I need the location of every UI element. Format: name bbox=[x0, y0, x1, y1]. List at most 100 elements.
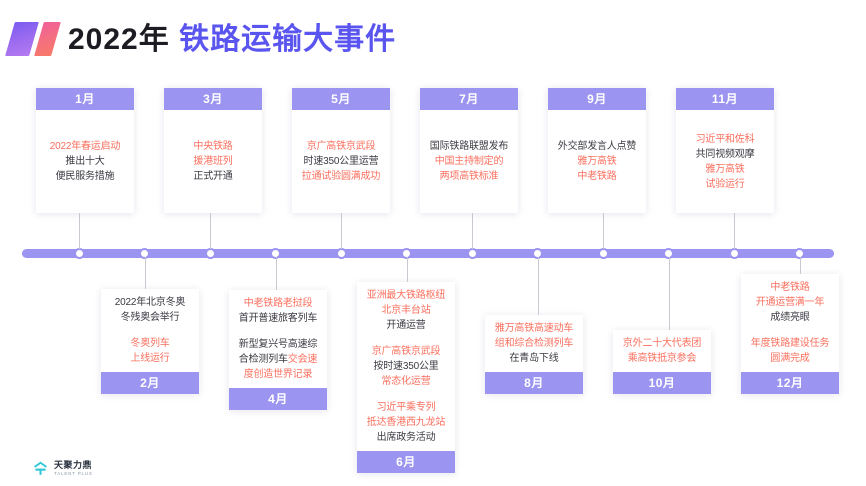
event-body-6月: 亚洲最大铁路枢纽北京丰台站开通运营京广高铁京武段按时速350公里常态化运营习近平… bbox=[357, 282, 455, 451]
event-paragraph: 京外二十大代表团乘高铁抵京参会 bbox=[618, 336, 706, 366]
event-line: 推出十大 bbox=[65, 156, 105, 167]
event-body-8月: 雅万高铁高速动车组和综合检测列车在青岛下线 bbox=[485, 315, 583, 372]
event-paragraph: 国际铁路联盟发布中国主持制定的两项高铁标准 bbox=[425, 139, 513, 184]
timeline-connector-3月 bbox=[210, 213, 211, 249]
timeline-node-7月[interactable] bbox=[466, 248, 478, 259]
event-line: 雅万高铁 bbox=[577, 156, 617, 167]
event-body-4月: 中老铁路老挝段首开普速旅客列车新型复兴号高速综合检测列车交会速度创造世界记录 bbox=[229, 290, 327, 388]
event-line: 共同视频观摩 bbox=[695, 148, 755, 160]
timeline-node-1月[interactable] bbox=[73, 248, 85, 259]
event-line: 开通运营 bbox=[386, 320, 426, 331]
footer-brand-text: 天聚力鼎 TALENT PLUS bbox=[54, 461, 93, 476]
timeline-connector-6月 bbox=[406, 257, 408, 282]
month-label-5月: 5月 bbox=[292, 88, 390, 110]
timeline-node-11月[interactable] bbox=[728, 248, 740, 259]
event-line: 正式开通 bbox=[193, 171, 233, 182]
event-card-10月[interactable]: 京外二十大代表团乘高铁抵京参会 10月 bbox=[613, 330, 711, 394]
brand-slash-bar-pink bbox=[34, 22, 61, 56]
event-line: 乘高铁抵京参会 bbox=[627, 353, 697, 364]
event-paragraph: 冬奥列车上线运行 bbox=[106, 336, 194, 366]
event-line: 国际铁路联盟发布 bbox=[429, 141, 509, 152]
event-line: 开通运营满一年 bbox=[755, 297, 825, 308]
event-card-3月[interactable]: 3月中央铁路援港班列正式开通 bbox=[164, 88, 262, 213]
timeline-connector-12月 bbox=[799, 257, 801, 274]
event-paragraph: 中老铁路老挝段首开普速旅客列车 bbox=[234, 296, 322, 326]
event-paragraph: 雅万高铁高速动车组和综合检测列车在青岛下线 bbox=[490, 321, 578, 366]
timeline-axis bbox=[22, 249, 834, 258]
event-line: 北京丰台站 bbox=[381, 305, 431, 316]
event-line: 试验运行 bbox=[705, 178, 745, 190]
month-label-12月: 12月 bbox=[741, 372, 839, 394]
event-paragraph: 年度铁路建设任务圆满完成 bbox=[746, 336, 834, 366]
event-card-11月[interactable]: 11月习近平和佐科共同视频观摩雅万高铁试验运行 bbox=[676, 88, 774, 213]
timeline-connector-8月 bbox=[537, 257, 539, 315]
timeline-connector-7月 bbox=[472, 213, 473, 249]
event-line: 雅万高铁高速动车 bbox=[494, 323, 574, 334]
month-label-6月: 6月 bbox=[357, 451, 455, 473]
event-line-segment: 交会速 bbox=[287, 354, 318, 365]
event-line: 习近平乘专列 bbox=[376, 402, 436, 413]
event-body-9月: 外交部发言人点赞雅万高铁中老铁路 bbox=[548, 110, 646, 213]
event-line: 外交部发言人点赞 bbox=[557, 141, 637, 152]
event-card-5月[interactable]: 5月京广高铁京武段时速350公里运营拉通试验圆满成功 bbox=[292, 88, 390, 213]
event-line: 冬残奥会举行 bbox=[120, 312, 180, 323]
event-card-6月[interactable]: 亚洲最大铁路枢纽北京丰台站开通运营京广高铁京武段按时速350公里常态化运营习近平… bbox=[357, 282, 455, 473]
event-line: 亚洲最大铁路枢纽 bbox=[366, 290, 446, 301]
page-header: 2022年 铁路运输大事件 bbox=[0, 0, 866, 80]
timeline-connector-2月 bbox=[144, 257, 146, 289]
event-paragraph: 2022年春运启动推出十大便民服务措施 bbox=[41, 139, 129, 184]
footer-brand-en: TALENT PLUS bbox=[54, 470, 93, 476]
event-paragraph: 京广高铁京武段按时速350公里常态化运营 bbox=[362, 344, 450, 389]
event-line: 2022年北京冬奥 bbox=[114, 297, 186, 308]
event-line: 时速350公里运营 bbox=[303, 156, 379, 167]
event-card-7月[interactable]: 7月国际铁路联盟发布中国主持制定的两项高铁标准 bbox=[420, 88, 518, 213]
event-line: 在青岛下线 bbox=[509, 353, 559, 364]
event-line: 圆满完成 bbox=[770, 353, 810, 364]
event-line: 便民服务措施 bbox=[55, 171, 115, 182]
event-card-9月[interactable]: 9月外交部发言人点赞雅万高铁中老铁路 bbox=[548, 88, 646, 213]
timeline-node-5月[interactable] bbox=[335, 248, 347, 259]
month-label-2月: 2月 bbox=[101, 372, 199, 394]
timeline-node-9月[interactable] bbox=[597, 248, 609, 259]
event-line: 合检测列车交会速 bbox=[234, 352, 322, 367]
event-line: 中国主持制定的 bbox=[434, 156, 504, 167]
event-line: 中老铁路老挝段 bbox=[243, 298, 313, 309]
event-line: 上线运行 bbox=[130, 353, 170, 364]
event-paragraph: 2022年北京冬奥冬残奥会举行 bbox=[106, 295, 194, 325]
event-line: 新型复兴号高速综 bbox=[238, 339, 318, 350]
month-label-9月: 9月 bbox=[548, 88, 646, 110]
footer-brand-cn: 天聚力鼎 bbox=[54, 460, 93, 470]
event-body-5月: 京广高铁京武段时速350公里运营拉通试验圆满成功 bbox=[292, 110, 390, 213]
month-label-3月: 3月 bbox=[164, 88, 262, 110]
event-paragraph: 习近平和佐科共同视频观摩雅万高铁试验运行 bbox=[681, 132, 769, 192]
event-line: 中央铁路 bbox=[193, 141, 233, 152]
timeline-connector-10月 bbox=[668, 257, 670, 330]
event-paragraph: 亚洲最大铁路枢纽北京丰台站开通运营 bbox=[362, 288, 450, 333]
brand-slash-mark-icon bbox=[5, 22, 64, 56]
event-line: 冬奥列车 bbox=[130, 338, 170, 349]
event-body-3月: 中央铁路援港班列正式开通 bbox=[164, 110, 262, 213]
timeline-connector-9月 bbox=[603, 213, 604, 249]
event-body-1月: 2022年春运启动推出十大便民服务措施 bbox=[36, 110, 134, 213]
event-paragraph: 外交部发言人点赞雅万高铁中老铁路 bbox=[553, 139, 641, 184]
event-body-12月: 中老铁路开通运营满一年成绩亮眼年度铁路建设任务圆满完成 bbox=[741, 274, 839, 372]
page-title-year: 2022年 bbox=[68, 23, 170, 56]
event-line: 中老铁路 bbox=[770, 282, 810, 293]
event-line: 京广高铁京武段 bbox=[371, 346, 441, 357]
event-line: 两项高铁标准 bbox=[439, 171, 499, 182]
event-line: 成绩亮眼 bbox=[770, 312, 810, 323]
month-label-7月: 7月 bbox=[420, 88, 518, 110]
timeline-node-3月[interactable] bbox=[204, 248, 216, 259]
event-line: 援港班列 bbox=[193, 156, 233, 167]
timeline-connector-11月 bbox=[734, 213, 735, 249]
event-line: 按时速350公里 bbox=[373, 361, 439, 372]
event-line: 出席政务活动 bbox=[376, 432, 436, 443]
event-line: 拉通试验圆满成功 bbox=[301, 171, 381, 182]
month-label-10月: 10月 bbox=[613, 372, 711, 394]
brand-slash-bar-purple bbox=[5, 22, 39, 56]
